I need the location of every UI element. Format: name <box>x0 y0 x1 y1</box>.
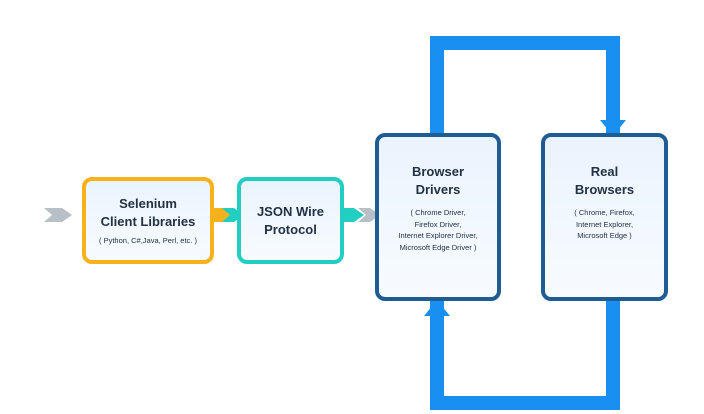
flow-connectors <box>44 208 380 222</box>
input-arrow-icon <box>44 208 72 222</box>
loop-bottom-bar <box>430 396 620 410</box>
selenium-title: Selenium Client Libraries <box>100 195 196 229</box>
loop-top-right-bar <box>606 36 620 136</box>
loop-arrow-down-icon <box>600 120 626 136</box>
real-browsers-box: Real Browsers ( Chrome, Firefox, Interne… <box>541 133 668 301</box>
driver-in-arrow-icon <box>358 208 380 222</box>
drivers-title: Browser Drivers <box>411 164 465 197</box>
browsers-title: Real Browsers <box>574 164 635 197</box>
loop-arrow-up-icon <box>424 300 450 316</box>
browser-drivers-box: Browser Drivers ( Chrome Driver, Firefox… <box>375 133 501 301</box>
selenium-client-libraries-box: Selenium Client Libraries ( Python, C#,J… <box>82 177 214 264</box>
loop-top-bar <box>430 36 620 50</box>
loop-bottom-right-bar <box>606 300 620 410</box>
driver-browser-loop <box>424 36 626 410</box>
loop-top-left-bar <box>430 36 444 136</box>
selenium-subtitle: ( Python, C#,Java, Perl, etc. ) <box>99 235 197 245</box>
drivers-subtitle: ( Chrome Driver, Firefox Driver, Interne… <box>398 208 478 252</box>
json-title: JSON Wire Protocol <box>256 203 325 237</box>
json-out-arrow-icon <box>344 208 364 222</box>
browsers-subtitle: ( Chrome, Firefox, Internet Explorer, Mi… <box>574 208 635 240</box>
loop-bottom-left-bar <box>430 300 444 410</box>
json-wire-protocol-box: JSON Wire Protocol <box>237 177 344 264</box>
